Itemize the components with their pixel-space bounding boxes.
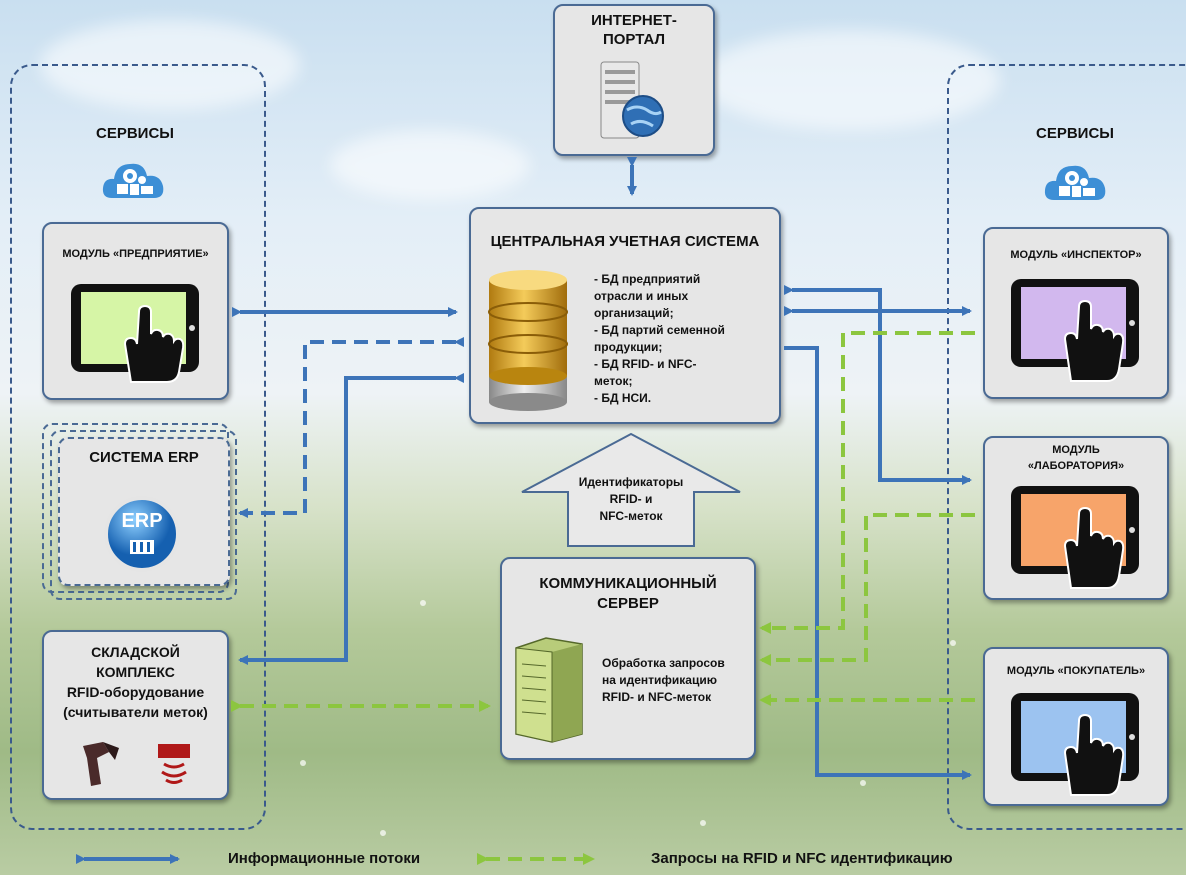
- portal-title-line1: ИНТЕРНЕТ-: [591, 12, 677, 29]
- central-description: - БД предприятий отрасли и иных организа…: [594, 272, 725, 405]
- services-label-left: СЕРВИСЫ: [96, 125, 174, 142]
- erp-title: СИСТЕМА ERP: [89, 449, 199, 466]
- erp-logo-text: ERP: [121, 510, 163, 532]
- web-server-icon: [595, 58, 675, 148]
- central-title: ЦЕНТРАЛЬНАЯ УЧЕТНАЯ СИСТЕМА: [490, 233, 760, 250]
- comm-server-box: КОММУНИКАЦИОННЫЙ СЕРВЕР Обработка запрос…: [500, 557, 756, 760]
- module-inspector-box: МОДУЛЬ «ИНСПЕКТОР»: [983, 227, 1169, 399]
- portal-title-line2: ПОРТАЛ: [602, 31, 665, 48]
- services-label-right: СЕРВИСЫ: [1036, 125, 1114, 142]
- module-buyer-title: МОДУЛЬ «ПОКУПАТЕЛЬ»: [1006, 665, 1146, 677]
- request-lab-server: [759, 513, 975, 666]
- erp-system-box: СИСТЕМА ERP ERP: [58, 437, 230, 586]
- comm-server-title-line2: СЕРВЕР: [597, 595, 659, 612]
- flow-central-buyer: [784, 346, 972, 780]
- legend-info-flows: Информационные потоки: [228, 850, 421, 867]
- internet-portal-box: ИНТЕРНЕТ- ПОРТАЛ: [553, 4, 715, 156]
- comm-server-description: Обработка запросов на идентификацию RFID…: [602, 656, 725, 704]
- module-lab-box: МОДУЛЬ «ЛАБОРАТОРИЯ»: [983, 436, 1169, 600]
- identifiers-label: Идентификаторы RFID- и NFC-меток: [578, 475, 684, 523]
- module-lab-title-line1: МОДУЛЬ: [1052, 444, 1100, 456]
- handheld-scanner-icon: [79, 740, 124, 795]
- module-buyer-box: МОДУЛЬ «ПОКУПАТЕЛЬ»: [983, 647, 1169, 806]
- cloud-gear-icon: [1042, 152, 1112, 207]
- module-enterprise-title: МОДУЛЬ «ПРЕДПРИЯТИЕ»: [62, 248, 209, 260]
- module-lab-title-line2: «ЛАБОРАТОРИЯ»: [1027, 460, 1125, 472]
- database-icon: [483, 264, 573, 419]
- module-inspector-title: МОДУЛЬ «ИНСПЕКТОР»: [1010, 249, 1142, 261]
- request-inspector-server: [759, 331, 975, 634]
- flow-central-lab: [784, 285, 972, 485]
- tablet-touch-icon: [69, 282, 204, 392]
- erp-logo-icon: ERP: [102, 494, 182, 574]
- warehouse-title: СКЛАДСКОЙ КОМПЛЕКС RFID-оборудование (сч…: [63, 644, 208, 720]
- central-system-box: ЦЕНТРАЛЬНАЯ УЧЕТНАЯ СИСТЕМА - БД предпри…: [469, 207, 781, 424]
- tablet-touch-icon: [1009, 691, 1144, 804]
- erp-stack-back1: [50, 430, 237, 600]
- tablet-touch-icon: [1009, 277, 1144, 390]
- identifiers-arrow: Идентификаторы RFID- и NFC-меток: [518, 432, 744, 548]
- comm-server-title-line1: КОММУНИКАЦИОННЫЙ: [539, 575, 717, 592]
- rfid-reader-icon: [154, 742, 194, 795]
- legend-requests: Запросы на RFID и NFC идентификацию: [651, 850, 953, 867]
- module-enterprise-box: МОДУЛЬ «ПРЕДПРИЯТИЕ»: [42, 222, 229, 400]
- warehouse-box: СКЛАДСКОЙ КОМПЛЕКС RFID-оборудование (сч…: [42, 630, 229, 800]
- flow-central-warehouse: [238, 373, 464, 665]
- server-rack-icon: [512, 634, 587, 749]
- cloud-gear-icon: [100, 150, 170, 205]
- tablet-touch-icon: [1009, 484, 1144, 597]
